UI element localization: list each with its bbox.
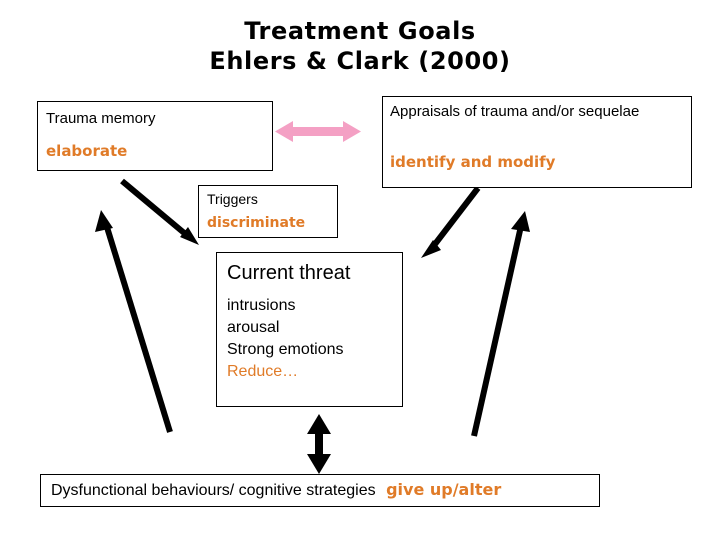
arrow-trauma-to-triggers — [120, 178, 199, 245]
appraisals-goal: identify and modify — [390, 153, 556, 171]
title-line-1: Treatment Goals — [244, 17, 476, 45]
current-threat-symptom: intrusions — [227, 297, 296, 314]
trauma-memory-goal: elaborate — [46, 142, 128, 160]
current-threat-goal: Reduce… — [227, 363, 299, 380]
box-triggers[interactable]: Triggers discriminate — [198, 185, 338, 238]
dysfunctional-goal: give up/alter — [386, 480, 502, 499]
current-threat-symptom: arousal — [227, 319, 280, 336]
arrow-dysfunctional-to-trauma — [95, 210, 173, 433]
box-current-threat[interactable]: Current threat intrusions arousal Strong… — [216, 252, 403, 407]
current-threat-symptom: Strong emotions — [227, 341, 344, 358]
box-appraisals[interactable]: Appraisals of trauma and/or sequelae ide… — [382, 96, 692, 188]
arrow-current-threat-dysfunctional-bidirectional — [307, 414, 331, 474]
arrow-dysfunctional-to-appraisals — [471, 211, 530, 437]
trauma-memory-label: Trauma memory — [46, 110, 156, 127]
current-threat-symptom-list: intrusions arousal Strong emotions Reduc… — [227, 295, 344, 383]
triggers-goal: discriminate — [207, 215, 306, 231]
box-dysfunctional-behaviours[interactable]: Dysfunctional behaviours/ cognitive stra… — [40, 474, 600, 507]
box-trauma-memory[interactable]: Trauma memory elaborate — [37, 101, 273, 171]
arrow-trauma-appraisals-bidirectional — [275, 121, 361, 142]
current-threat-headline: Current threat — [227, 262, 351, 284]
arrow-appraisals-to-current-threat — [421, 186, 481, 258]
triggers-label: Triggers — [207, 191, 258, 207]
title-line-2: Ehlers & Clark (2000) — [209, 47, 511, 75]
dysfunctional-row: Dysfunctional behaviours/ cognitive stra… — [51, 480, 501, 500]
page-title: Treatment Goals Ehlers & Clark (2000) — [0, 16, 720, 76]
dysfunctional-label: Dysfunctional behaviours/ cognitive stra… — [51, 482, 376, 499]
appraisals-label: Appraisals of trauma and/or sequelae — [390, 103, 640, 120]
